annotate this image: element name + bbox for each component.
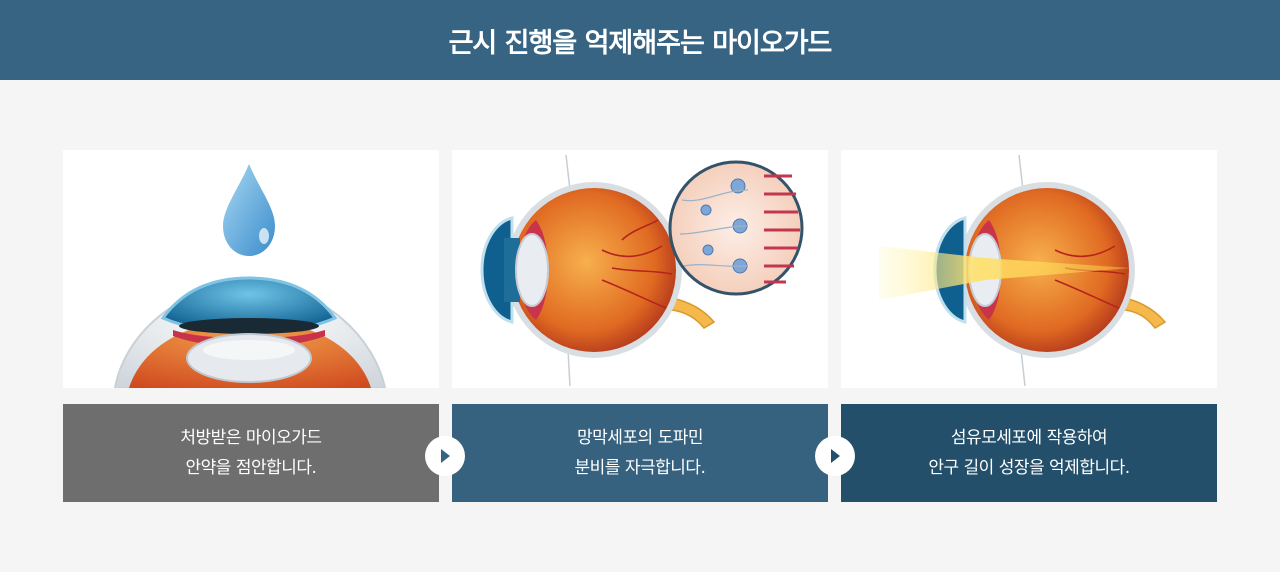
light-beam bbox=[879, 246, 1131, 300]
page-title: 근시 진행을 억제해주는 마이오가드 bbox=[448, 27, 833, 59]
eye-drop-icon bbox=[223, 164, 275, 256]
step-1-caption: 처방받은 마이오가드 안약을 점안합니다. bbox=[63, 404, 439, 502]
step-arrow-1 bbox=[425, 436, 465, 476]
chevron-right-icon bbox=[441, 449, 450, 463]
step-3-illustration bbox=[841, 150, 1217, 388]
step-arrow-2 bbox=[815, 436, 855, 476]
step-2-illustration bbox=[452, 150, 828, 388]
step-1-line-2: 안약을 점안합니다. bbox=[185, 458, 317, 478]
step-3-line-1: 섬유모세포에 작용하여 bbox=[950, 428, 1108, 448]
step-1-line-1: 처방받은 마이오가드 bbox=[180, 428, 322, 448]
step-3-caption: 섬유모세포에 작용하여 안구 길이 성장을 억제합니다. bbox=[841, 404, 1217, 502]
eye-side-view bbox=[480, 154, 716, 387]
page-header: 근시 진행을 억제해주는 마이오가드 bbox=[0, 0, 1280, 80]
retina-magnified-view bbox=[668, 160, 804, 296]
step-2-line-1: 망막세포의 도파민 bbox=[576, 428, 704, 448]
step-1-illustration bbox=[63, 150, 439, 388]
step-3-line-2: 안구 길이 성장을 억제합니다. bbox=[928, 458, 1130, 478]
step-2-line-2: 분비를 자극합니다. bbox=[574, 458, 706, 478]
step-2-caption: 망막세포의 도파민 분비를 자극합니다. bbox=[452, 404, 828, 502]
chevron-right-icon bbox=[831, 449, 840, 463]
eye-front-view bbox=[113, 276, 387, 388]
